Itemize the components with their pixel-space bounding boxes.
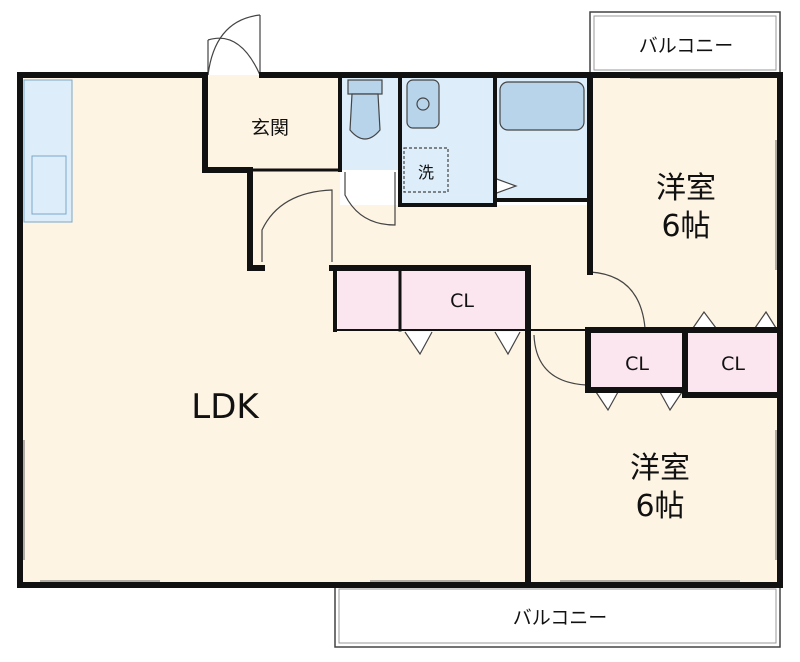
closet-mid-right-floor <box>688 332 778 392</box>
hall-floor <box>258 170 590 330</box>
closet-door-marks <box>404 310 777 412</box>
doors <box>207 14 646 386</box>
balcony-bottom: バルコニー <box>334 584 781 648</box>
exterior-wall <box>17 72 783 588</box>
bedroom-upper-floor <box>590 75 780 330</box>
hall-door <box>261 189 333 262</box>
labels: LDK 玄関 洗 洋室 6帖 洋室 6帖 CL CL CL <box>191 117 745 524</box>
closet-mid-left-label: CL <box>625 353 649 375</box>
closet-mid-left-floor <box>590 332 685 390</box>
ldk-label: LDK <box>191 387 260 427</box>
balcony-top-label: バルコニー <box>639 35 734 57</box>
walls <box>17 72 783 588</box>
closet-center-floor <box>400 270 528 330</box>
washing-machine-icon <box>403 147 449 193</box>
bedroom-lower-floor <box>530 390 780 585</box>
ldk-floor <box>20 75 530 585</box>
closet-small-floor <box>338 270 400 330</box>
balcony-top: バルコニー <box>589 11 781 75</box>
genkan-label: 玄関 <box>251 117 289 139</box>
genkan-floor <box>205 75 340 170</box>
balcony-bottom-label: バルコニー <box>513 607 608 629</box>
bedroom-upper-name: 洋室 <box>656 171 716 206</box>
toilet-door <box>344 172 396 226</box>
closet-center-label: CL <box>450 290 474 312</box>
bedroom-upper-door <box>589 271 646 329</box>
closet-mid-right-label: CL <box>721 353 745 375</box>
bedroom-lower-size: 6帖 <box>635 489 684 524</box>
toilet-icon <box>347 79 383 95</box>
washbasin-icon <box>406 79 440 129</box>
fixtures <box>347 79 585 195</box>
sink <box>31 155 67 215</box>
lower-hall-floor <box>530 330 588 390</box>
washer-label: 洗 <box>418 163 434 182</box>
entrance-door <box>207 37 261 76</box>
bedroom-upper-size: 6帖 <box>661 209 710 244</box>
bathtub-icon <box>499 81 585 131</box>
bedroom-lower-door <box>533 334 587 386</box>
bedroom-lower-name: 洋室 <box>630 451 690 486</box>
